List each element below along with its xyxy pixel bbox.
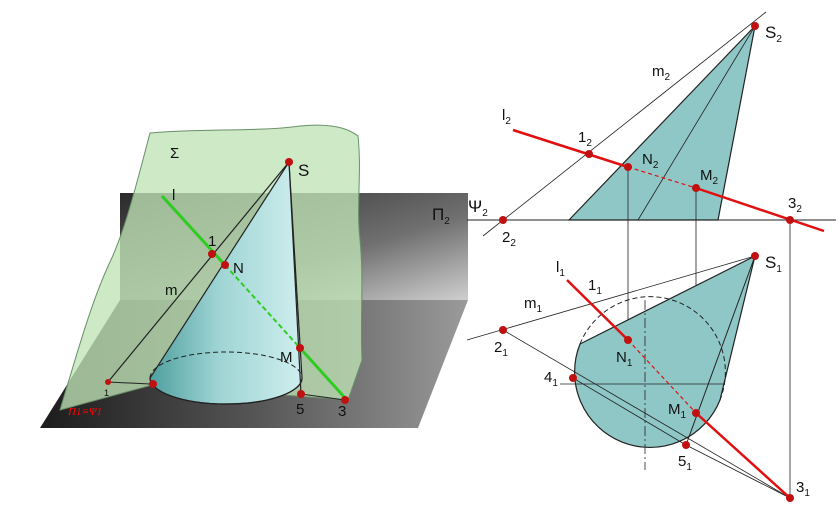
line-base-1 (107, 381, 151, 385)
line-l2 (512, 128, 629, 169)
label-mm2: M2 (700, 167, 719, 187)
point-5-1 (682, 441, 690, 449)
cone-base-front (149, 377, 303, 405)
point-3 (341, 396, 349, 404)
label-mm1: M1 (668, 401, 687, 421)
line-l1 (566, 279, 629, 341)
line-4-5 (572, 377, 687, 446)
point-n (221, 261, 229, 269)
label-p2: Π2 (432, 205, 450, 227)
label-n: N (233, 260, 244, 277)
label-5-1: 51 (678, 453, 692, 473)
line-2-3 (502, 329, 791, 499)
point-3-2 (786, 216, 794, 224)
cone-horizontal (574, 254, 756, 448)
label-p1-psi1: П1≡Ψ1 (67, 406, 102, 418)
label-2-1: 21 (494, 339, 508, 359)
cone-base-back (149, 351, 303, 379)
point-s (285, 158, 293, 166)
point-m (296, 344, 304, 352)
label-l: l (172, 187, 175, 204)
label-psi2: Ψ2 (468, 197, 488, 219)
line-base-3 (300, 393, 346, 401)
line-5-3 (685, 444, 791, 499)
label-4-1: 41 (544, 369, 558, 389)
label-big-m: M (280, 349, 293, 366)
label-s2: S2 (765, 23, 782, 45)
point-m2 (692, 184, 700, 192)
label-1-2: 12 (578, 129, 592, 149)
label-m1: m1 (524, 295, 543, 315)
point-s1 (751, 252, 759, 260)
label-s1: S1 (765, 253, 782, 275)
cone-base-hidden (579, 296, 726, 401)
label-l2: l2 (502, 107, 511, 127)
label-s: S (298, 161, 309, 180)
point-n2 (624, 163, 632, 171)
label-5: 5 (296, 401, 304, 418)
point-1 (208, 250, 216, 258)
point-m1 (692, 409, 700, 417)
line-l1-hidden (627, 339, 697, 414)
point-2-2 (499, 216, 507, 224)
line-l2-exit (695, 186, 825, 233)
point-2-1 (499, 326, 507, 334)
label-3-2: 32 (788, 195, 802, 215)
point-4-1 (569, 374, 577, 382)
line-l1-exit (695, 412, 791, 499)
left-spatial-figure: Σ Π2 S l 1 N m M 5 3 1 П1≡Ψ1 (40, 124, 468, 428)
line-m-3d (107, 161, 290, 383)
label-3-1: 31 (796, 479, 810, 499)
cone-generatrix-5 (288, 161, 302, 395)
label-m: m (165, 282, 178, 299)
label-n2: N2 (642, 151, 659, 171)
line-l-exit (298, 346, 348, 401)
point-base (149, 380, 157, 388)
line-m2 (482, 11, 767, 237)
label-1: 1 (208, 233, 216, 250)
point-n1 (624, 336, 632, 344)
line-m1 (466, 255, 756, 341)
frontal-inner-line (637, 25, 756, 221)
cone-frontal (567, 24, 756, 221)
label-2-2: 22 (502, 229, 516, 249)
right-orthographic-figure: S2 m2 l2 12 N2 M2 Ψ2 32 22 S1 l1 11 m1 2… (466, 11, 836, 502)
label-sigma: Σ (170, 145, 179, 162)
point-s2 (751, 22, 759, 30)
line-l2-hidden (627, 166, 697, 189)
point-3-1 (786, 494, 794, 502)
label-m2: m2 (652, 63, 671, 83)
label-n1: N1 (616, 349, 633, 369)
point-5 (297, 390, 305, 398)
label-3: 3 (338, 403, 346, 420)
label-l1: l1 (556, 259, 565, 279)
line-l-inside (224, 264, 301, 349)
point-1-base (105, 379, 111, 385)
point-1-2 (585, 150, 593, 158)
label-1-small: 1 (104, 388, 109, 398)
label-1-1: 11 (588, 277, 602, 297)
